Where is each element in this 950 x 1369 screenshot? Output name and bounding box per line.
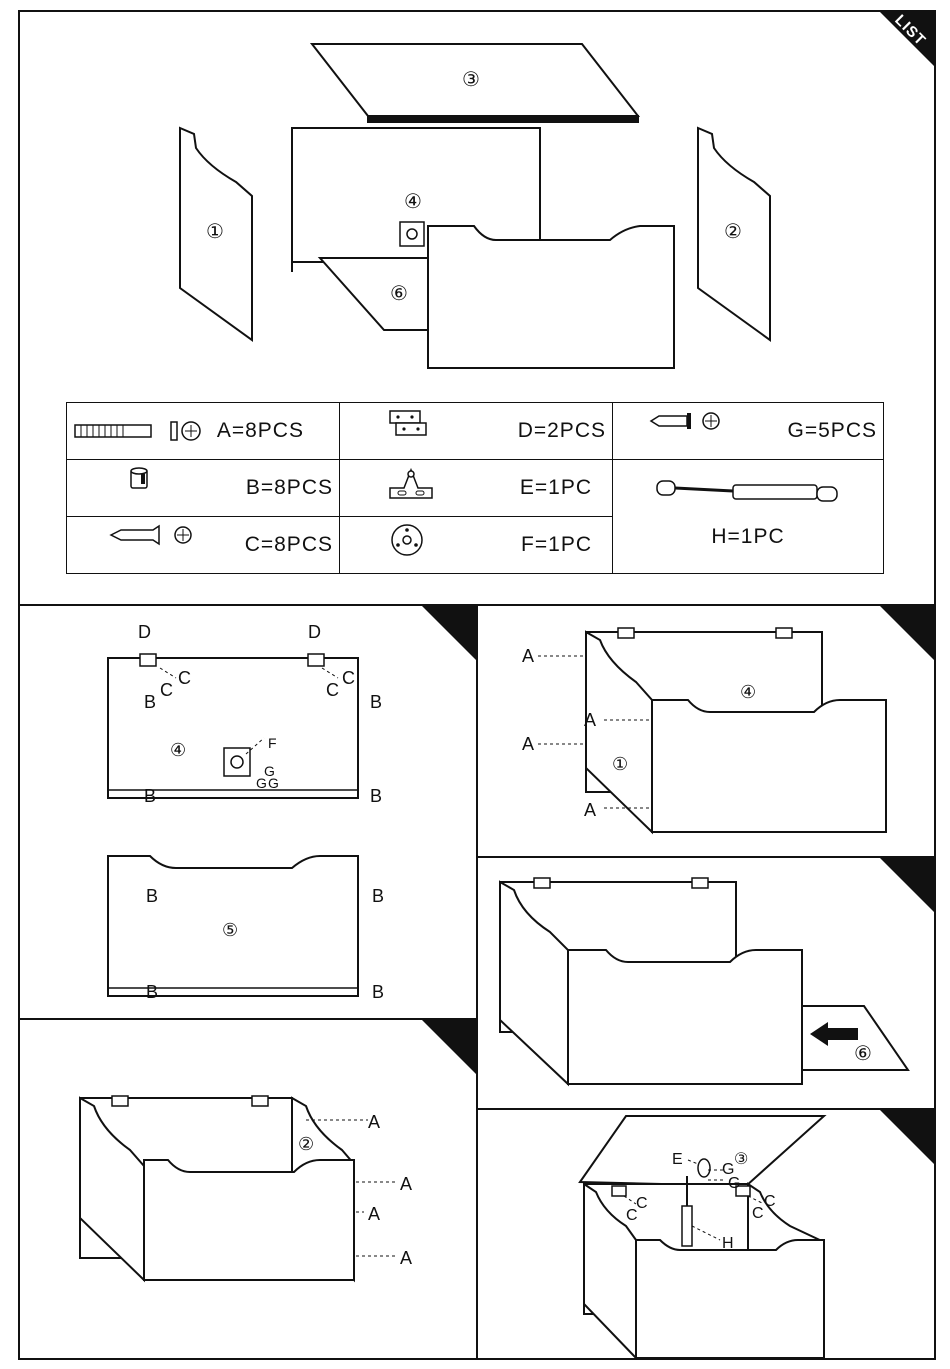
label-b-5: B (146, 886, 158, 906)
label-g-2: G (256, 775, 267, 791)
step2-label-a-4: A (584, 800, 596, 820)
step2-label-a-3: A (522, 734, 534, 754)
part-qty-h: H=1PC (711, 525, 784, 548)
part-qty-e: E=1PC (520, 466, 592, 510)
step4-panel-number-2: ② (298, 1134, 314, 1154)
step1-panel-4-shape (108, 658, 358, 798)
bolt-with-cross-icon (73, 419, 203, 443)
label-b-1: B (144, 692, 156, 712)
step-2-drawing: ④ ① A A A A (476, 604, 936, 858)
label-d-right: D (308, 622, 321, 642)
step2-front-panel-shape (652, 700, 886, 832)
part-qty-d: D=2PCS (518, 409, 606, 453)
part-cell-a: A=8PCS (67, 403, 340, 460)
step5-label-c-2: C (626, 1207, 638, 1224)
exploded-view: ③ ④ ⑥ ① ② (0, 0, 950, 400)
step5-front-panel-shape (636, 1240, 824, 1358)
cam-lock-icon (129, 466, 149, 490)
step5-label-c-3: C (752, 1205, 764, 1222)
step5-label-g-2: G (728, 1175, 740, 1192)
step4-front-panel-shape (144, 1160, 354, 1280)
part-cell-c: C=8PCS (67, 517, 340, 574)
part-cell-g: G=5PCS (613, 403, 884, 460)
label-b-7: B (146, 982, 158, 1002)
step2-panel-number-1: ① (612, 754, 628, 774)
step4-label-a-2: A (400, 1174, 412, 1194)
step-4-drawing: ② A A A A (0, 1018, 478, 1360)
step1-panel-number-4: ④ (170, 740, 186, 760)
parts-table: A=8PCS D=2PCS G=5PCS (66, 402, 884, 574)
part-qty-f: F=1PC (521, 523, 592, 567)
hinge-icon (386, 409, 430, 437)
step2-panel-number-4: ④ (740, 682, 756, 702)
step1-panel-number-5: ⑤ (222, 920, 238, 940)
panel-number-1: ① (206, 221, 224, 243)
label-d-left: D (138, 622, 151, 642)
gas-strut-icon (653, 475, 843, 511)
step2-label-a-2: A (584, 710, 596, 730)
part-cell-f: F=1PC (340, 517, 613, 574)
label-b-2: B (370, 692, 382, 712)
label-f: F (268, 735, 277, 751)
bracket-icon (386, 466, 436, 502)
label-b-4: B (370, 786, 382, 806)
part-qty-a: A=8PCS (217, 419, 304, 442)
panel-5-shape (428, 226, 674, 368)
step-3-drawing: ⑥ (476, 856, 936, 1110)
part-cell-e: E=1PC (340, 460, 613, 517)
label-b-8: B (372, 982, 384, 1002)
step4-label-a-1: A (368, 1112, 380, 1132)
step5-label-h: H (722, 1235, 734, 1252)
panel-number-2: ② (724, 221, 742, 243)
step4-label-a-4: A (400, 1248, 412, 1268)
part-qty-g: G=5PCS (788, 409, 877, 453)
part-qty-b: B=8PCS (246, 466, 333, 510)
step2-label-a-1: A (522, 646, 534, 666)
part-cell-b: B=8PCS (67, 460, 340, 517)
part-cell-d: D=2PCS (340, 403, 613, 460)
label-c-4: C (342, 668, 355, 688)
step4-label-a-3: A (368, 1204, 380, 1224)
step3-front-panel-shape (568, 950, 802, 1084)
step-1-drawing: ④ ⑤ D D C C C C B B B B B B B B F G G G (0, 604, 478, 1020)
label-c-1: C (178, 668, 191, 688)
step5-label-e: E (672, 1151, 683, 1168)
panel-number-6: ⑥ (390, 283, 408, 305)
short-screw-icon (649, 410, 729, 432)
label-b-3: B (144, 786, 156, 806)
step-5-drawing: ③ E G G H C C C C (476, 1108, 936, 1360)
step5-label-c-1: C (636, 1195, 648, 1212)
label-g-3: G (268, 775, 279, 791)
screw-icon (109, 524, 199, 546)
panel-number-3: ③ (462, 69, 480, 91)
panel-6-shape (320, 258, 430, 330)
step3-panel-number-6: ⑥ (854, 1043, 872, 1065)
round-plate-icon (390, 523, 424, 557)
step5-panel-number-3: ③ (734, 1151, 748, 1168)
gas-strut-shape (682, 1206, 692, 1246)
panel-number-4: ④ (404, 191, 422, 213)
label-c-3: C (326, 680, 339, 700)
label-b-6: B (372, 886, 384, 906)
part-qty-c: C=8PCS (245, 523, 333, 567)
part-cell-h: H=1PC (613, 460, 884, 574)
label-c-2: C (160, 680, 173, 700)
step5-label-c-4: C (764, 1193, 776, 1210)
